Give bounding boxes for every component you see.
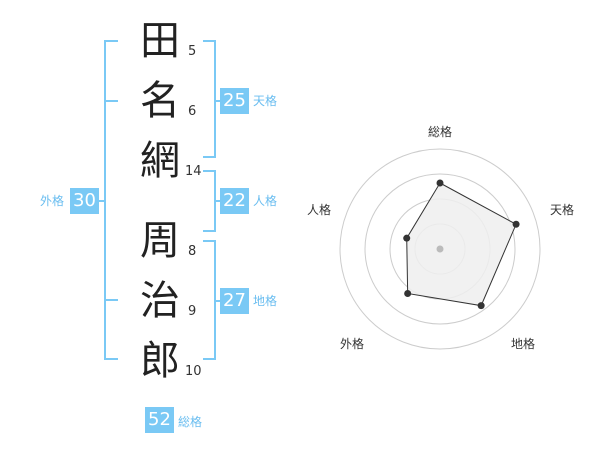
radar-point-1 (436, 179, 444, 187)
radar-point-3 (477, 302, 485, 310)
radar-label-tenkaku: 天格 (550, 203, 575, 217)
radar-label-chikaku: 地格 (511, 337, 536, 351)
radar-label-jinkaku: 人格 (307, 203, 332, 217)
jinkaku-value: 22 (220, 188, 249, 214)
stroke-count-1: 5 (188, 44, 197, 59)
radar-polygon (406, 182, 517, 307)
gaikaku-bracket-connector (98, 200, 106, 202)
soukaku-value: 52 (145, 407, 174, 433)
chikaku-bracket-connector (214, 300, 222, 302)
radar-center (436, 245, 444, 253)
name-char-3: 網 (140, 138, 180, 184)
gaikaku-bracket-tick-1 (104, 100, 118, 102)
radar-point-5 (403, 234, 411, 242)
gaikaku-value: 30 (70, 188, 99, 214)
radar-label-gaikaku: 外格 (340, 337, 365, 351)
gaikaku-bracket-top (104, 40, 118, 42)
stroke-count-4: 8 (188, 244, 197, 259)
radar-point-4 (404, 289, 412, 297)
radar-ring (364, 173, 516, 325)
radar-label-soukaku: 総格 (428, 125, 453, 139)
stroke-count-2: 6 (188, 104, 197, 119)
radar-chart (339, 148, 541, 350)
jinkaku-bracket-top (203, 170, 216, 172)
chikaku-bracket-bottom (203, 358, 216, 360)
tenkaku-bracket-top (203, 40, 216, 42)
tenkaku-bracket-connector (214, 100, 222, 102)
gaikaku-bracket-bottom (104, 358, 118, 360)
stroke-count-6: 10 (185, 364, 202, 379)
gaikaku-label: 外格 (40, 194, 65, 208)
gaikaku-bracket-tick-2 (104, 299, 118, 301)
tenkaku-bracket-bottom (203, 156, 216, 158)
chikaku-value: 27 (220, 288, 249, 314)
name-char-2: 名 (140, 78, 180, 124)
jinkaku-bracket-bottom (203, 230, 216, 232)
jinkaku-label: 人格 (253, 194, 278, 208)
stroke-count-5: 9 (188, 304, 197, 319)
jinkaku-bracket-connector (214, 200, 222, 202)
tenkaku-label: 天格 (253, 94, 278, 108)
name-char-4: 周 (140, 218, 180, 264)
name-char-1: 田 (140, 18, 180, 64)
radar-point-2 (512, 220, 520, 228)
chikaku-bracket-top (203, 240, 216, 242)
name-char-6: 郎 (140, 338, 180, 384)
name-char-5: 治 (140, 278, 180, 324)
chikaku-label: 地格 (253, 294, 278, 308)
radar-ring (339, 148, 541, 350)
soukaku-label: 総格 (178, 415, 203, 429)
tenkaku-value: 25 (220, 88, 249, 114)
stroke-count-3: 14 (185, 164, 202, 179)
tenkaku-bracket-vertical (214, 40, 216, 158)
